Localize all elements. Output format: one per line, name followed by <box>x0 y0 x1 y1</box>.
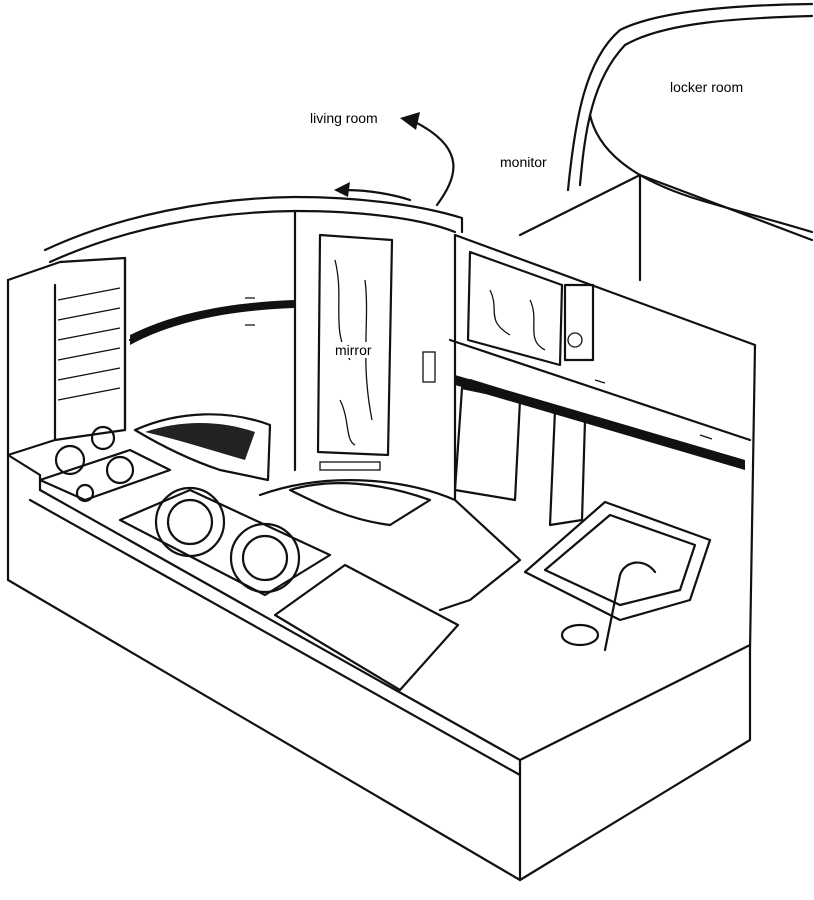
locker-room-label: locker room <box>670 79 744 95</box>
monitor-screen <box>466 250 564 367</box>
left-shelf-unit <box>6 256 127 457</box>
spice-jars <box>38 425 172 503</box>
corner-basin <box>133 413 272 482</box>
stove <box>118 486 332 597</box>
living-room-arrow <box>400 112 455 207</box>
monitor-label: monitor <box>500 154 547 170</box>
living-room-label: living room <box>310 110 378 126</box>
locker-room-wall <box>518 2 814 282</box>
floor <box>258 479 522 612</box>
towel <box>453 386 522 502</box>
cutting-board <box>273 563 460 692</box>
sink <box>523 500 712 652</box>
back-wall <box>43 195 464 502</box>
counter-body <box>6 278 752 882</box>
direction-arrow <box>334 182 412 202</box>
mirror-panel <box>316 233 436 471</box>
right-wall <box>448 233 757 652</box>
mirror-label: mirror <box>335 342 372 358</box>
